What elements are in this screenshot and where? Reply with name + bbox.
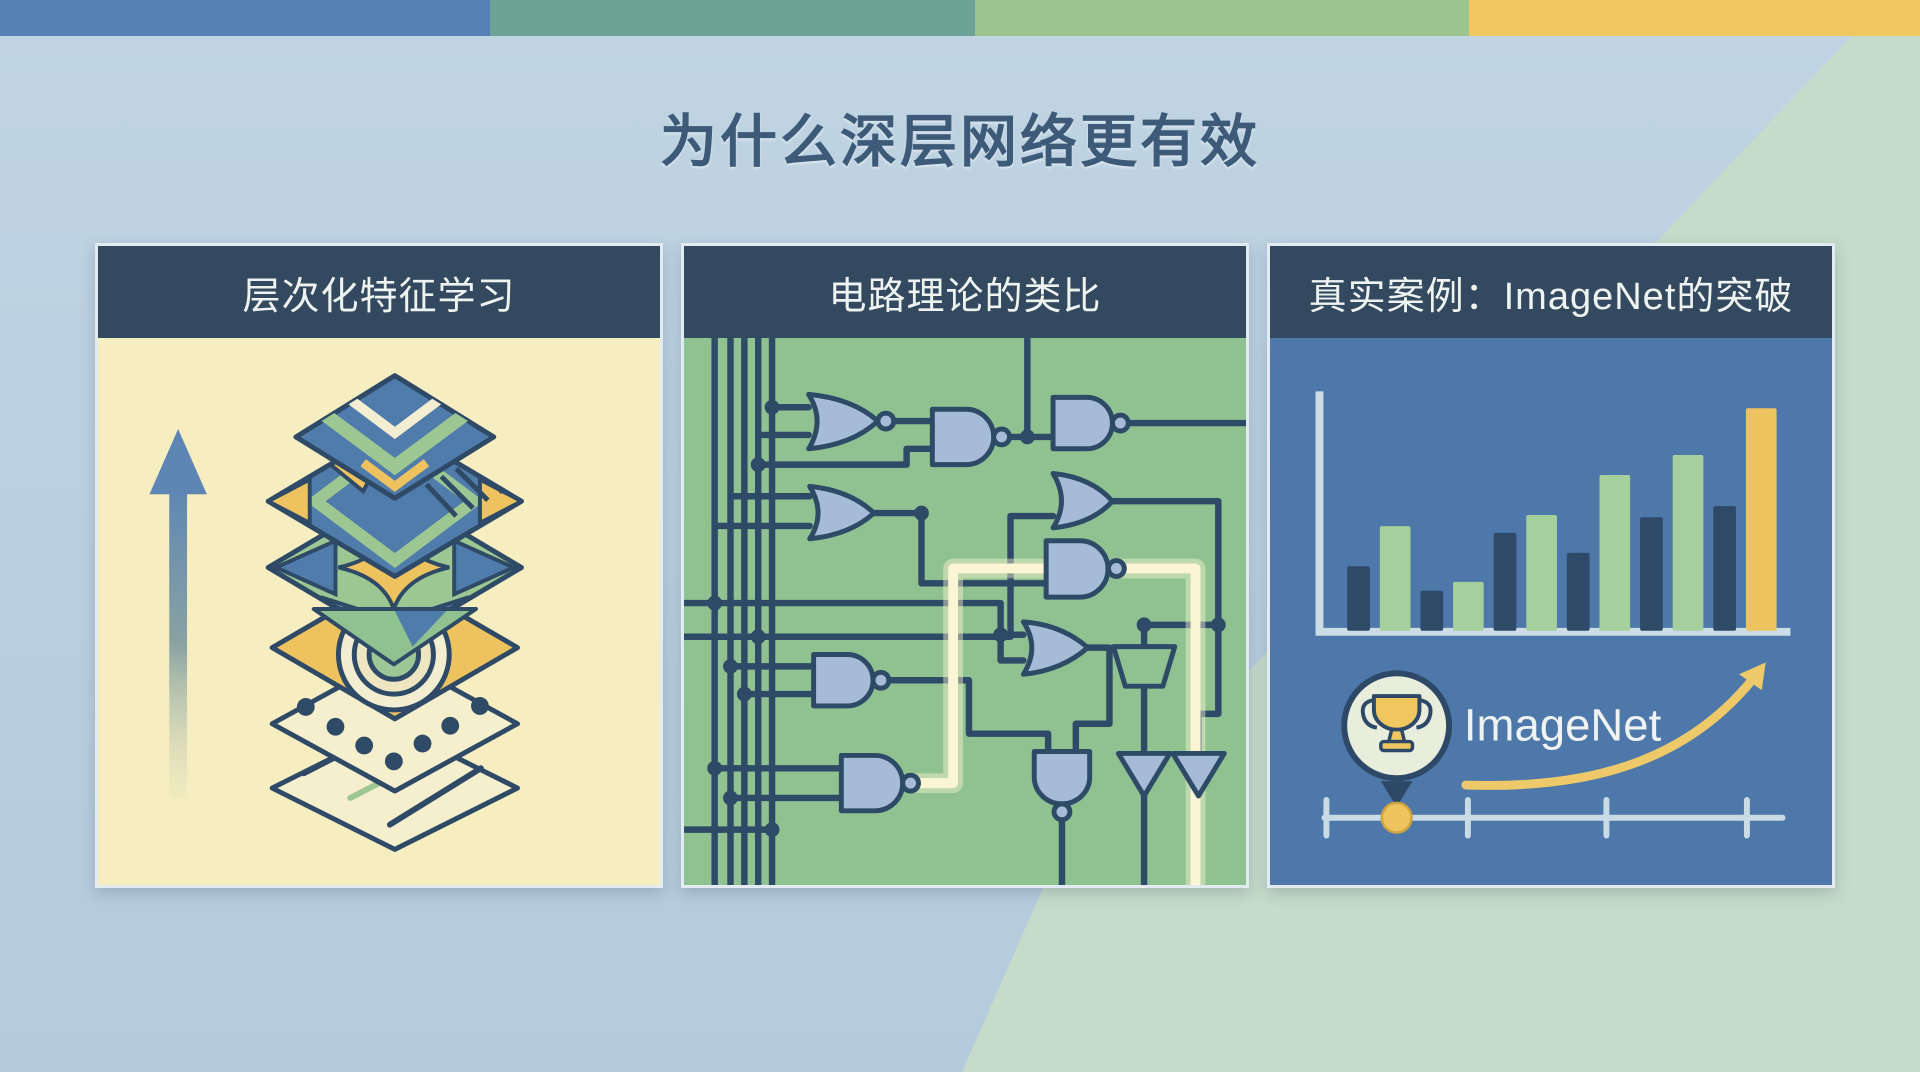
nor-gate [806,391,881,452]
chart-bar [1347,566,1370,631]
chart-axes [1315,391,1791,636]
or-gate [1050,471,1115,531]
chart-bar [1713,506,1737,631]
top-color-bar [0,0,1920,36]
top-bar-segment [1468,0,1920,36]
nand-gate [811,652,876,709]
chart-bar [1453,581,1484,631]
layer-diamond-dots [269,654,520,794]
panel-imagenet-header: 真实案例：ImageNet的突破 [1270,246,1832,338]
nand-gate [838,752,906,814]
trophy-icon [1360,694,1433,753]
top-bar-segment [0,0,490,36]
panel-circuit-body [684,338,1246,885]
nand-gate [1050,394,1115,452]
panel-hierarchical-features: 层次化特征学习 [95,243,663,888]
imagenet-label: ImageNet [1464,700,1662,751]
upward-arrow-icon [149,429,207,798]
inverter-triangle [1170,750,1227,799]
chart-bar [1745,408,1777,631]
panel-imagenet-title: 真实案例：ImageNet的突破 [1308,275,1794,318]
chart-bar [1379,526,1411,631]
chart-bar [1526,515,1557,631]
panel-hierarchical-header: 层次化特征学习 [98,246,660,338]
top-bar-segment [489,0,976,36]
timeline-marker-dot [1380,801,1413,834]
chart-bar [1640,517,1663,631]
chart-bar [1493,532,1517,631]
panel-hierarchical-title: 层次化特征学习 [242,275,516,318]
panel-imagenet-case: 真实案例：ImageNet的突破 [1267,243,1835,888]
nand-gate-down [1031,748,1093,807]
glow-path [900,558,1206,885]
imagenet-illustration: ImageNet [1315,391,1791,839]
circuit-wires [684,338,1246,885]
chart-bar [1420,590,1444,631]
layer-stack-illustration [149,373,524,852]
page-title: 为什么深层网络更有效 [660,110,1260,174]
layer-diamond-top [293,373,497,501]
inverter-triangle [1115,750,1173,799]
trophy-badge [1341,670,1453,834]
panel-circuit-header: 电路理论的类比 [684,246,1246,338]
nand-gate-glow [1043,538,1111,600]
rising-curve-arrow-icon [1461,662,1766,790]
or-gate [1020,619,1091,677]
panel-circuit-title: 电路理论的类比 [828,275,1102,318]
panel-circuit-analogy: 电路理论的类比 [681,243,1249,888]
chart-bar [1599,474,1631,631]
junction-dots [707,399,1226,838]
funnel-shape [1110,644,1178,689]
logic-circuit-illustration [684,338,1246,885]
logic-gates [806,391,1227,823]
panel-hierarchical-body [98,338,660,885]
or-gate [807,483,877,542]
chart-bar [1672,454,1704,631]
bar-chart [1347,408,1777,631]
nand-gate [929,406,997,468]
top-bar-segment [975,0,1469,36]
panel-imagenet-body: ImageNet [1270,338,1832,885]
chart-bar [1566,552,1590,631]
